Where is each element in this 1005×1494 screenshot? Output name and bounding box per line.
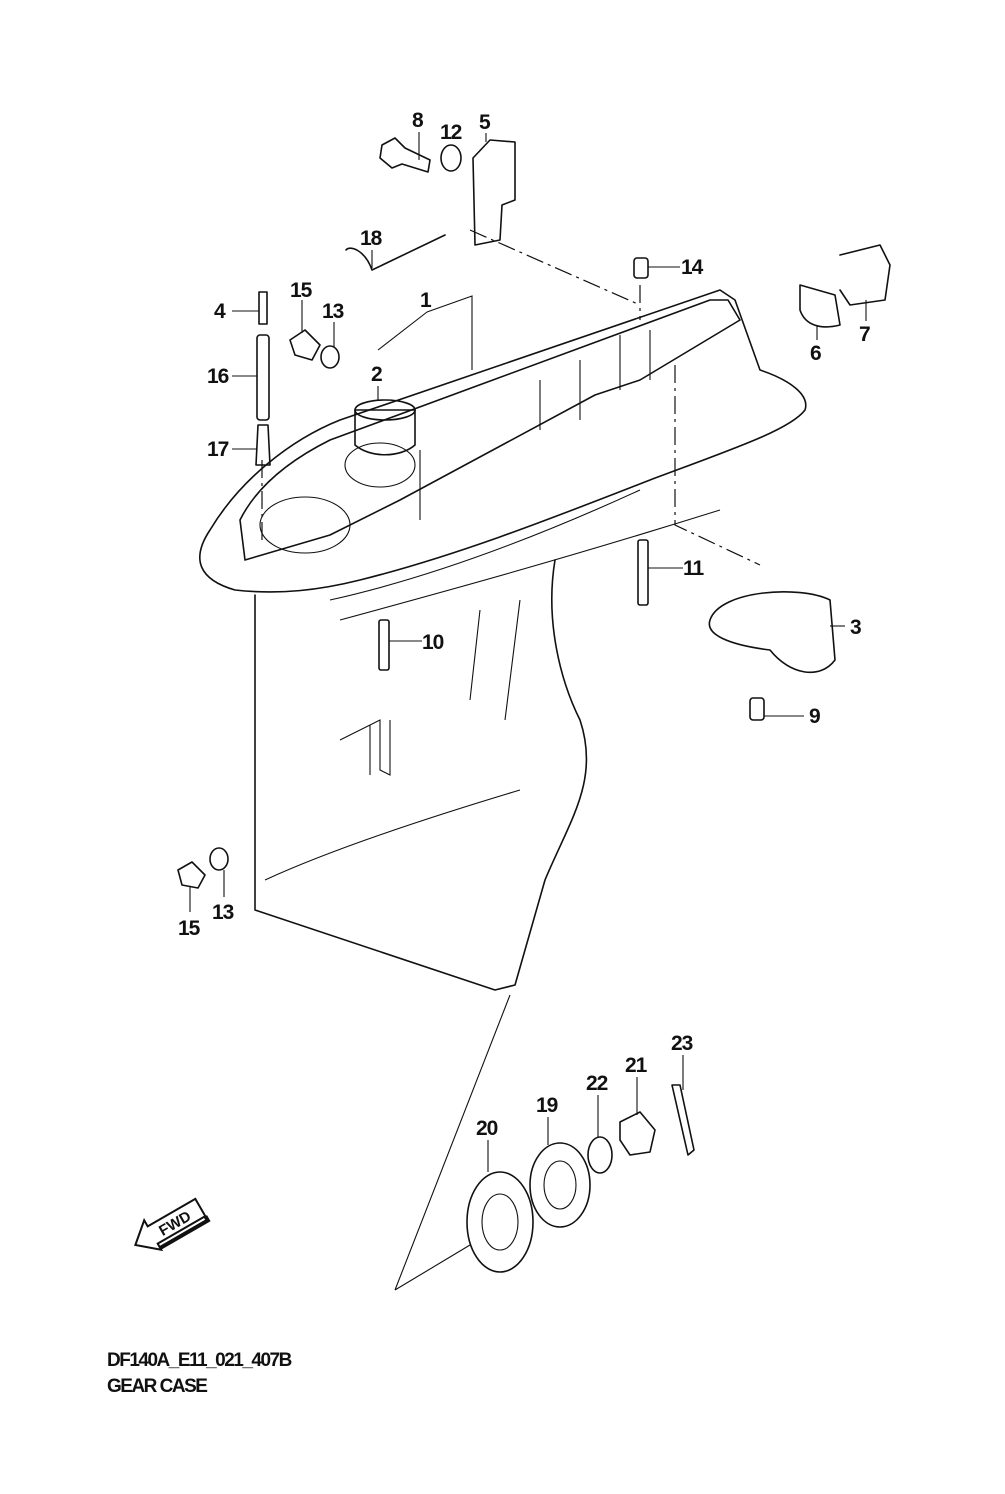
part-label-21: 21 — [625, 1054, 648, 1077]
part-label-13: 13 — [322, 300, 344, 323]
bolt-10 — [378, 619, 390, 671]
washer-13-lower — [209, 847, 229, 871]
stud-4 — [258, 291, 268, 325]
part-label-7: 7 — [859, 323, 870, 346]
part-label-15-lower: 15 — [178, 917, 201, 940]
bracket-7 — [839, 244, 891, 306]
part-label-23: 23 — [671, 1032, 693, 1055]
part-label-20: 20 — [476, 1117, 498, 1140]
part-label-4: 4 — [214, 300, 226, 323]
nut-21 — [619, 1111, 656, 1156]
part-label-17: 17 — [207, 438, 229, 461]
propeller-shaft-housing-lines — [394, 994, 511, 1291]
washer-12 — [440, 144, 462, 172]
cable-tie-18 — [345, 234, 446, 271]
bolt-9 — [749, 697, 765, 721]
washer-13 — [320, 345, 340, 369]
diagram-code: DF140A_E11_021_407B — [107, 1350, 292, 1371]
label-leaders — [189, 132, 867, 1172]
plug-15-lower — [177, 861, 206, 889]
fitting-17 — [255, 424, 271, 466]
part-label-3: 3 — [850, 616, 861, 639]
leader-dash — [674, 365, 761, 566]
part-label-22: 22 — [586, 1072, 608, 1095]
anode-5 — [472, 139, 516, 246]
part-label-10: 10 — [422, 631, 444, 654]
part-label-5: 5 — [479, 111, 491, 134]
washer-22 — [587, 1136, 613, 1174]
bolt-8 — [379, 137, 431, 173]
trim-tab-3 — [708, 591, 836, 674]
part-label-15: 15 — [290, 279, 313, 302]
part-label-1: 1 — [420, 289, 432, 312]
tube-16 — [256, 334, 270, 421]
part-label-13-lower: 13 — [212, 901, 234, 924]
cover-6 — [799, 284, 841, 328]
part-label-19: 19 — [536, 1094, 558, 1117]
part-label-16: 16 — [207, 365, 229, 388]
part-label-6: 6 — [810, 342, 821, 365]
part-label-18: 18 — [360, 227, 383, 250]
part-label-9: 9 — [809, 705, 820, 728]
part-label-8: 8 — [412, 109, 424, 132]
dowel-pin-14 — [633, 257, 649, 279]
part-label-2: 2 — [371, 363, 382, 386]
part-label-14: 14 — [681, 256, 704, 279]
plug-15 — [289, 329, 321, 361]
gear-case-housing — [199, 289, 807, 991]
diagram-title: GEAR CASE — [107, 1376, 208, 1397]
part-label-11: 11 — [683, 557, 705, 580]
fwd-arrow-icon: FWD — [134, 1197, 211, 1252]
bearing-19 — [529, 1142, 591, 1228]
bolt-11 — [637, 539, 649, 606]
housing-20 — [466, 1171, 534, 1273]
part-label-12: 12 — [440, 121, 462, 144]
cotter-pin-23 — [671, 1084, 695, 1156]
